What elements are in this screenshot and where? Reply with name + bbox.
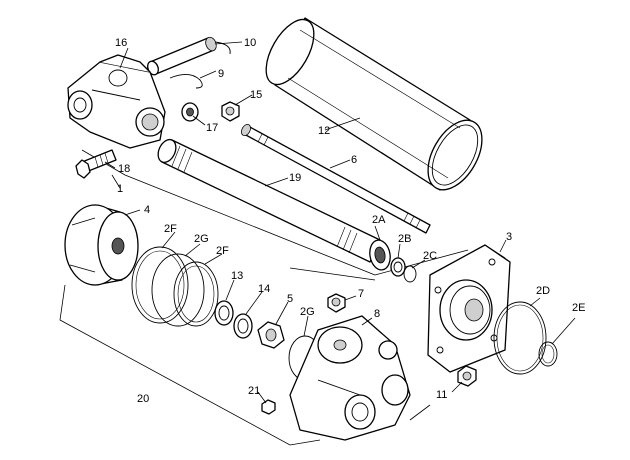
callout-14: 14	[258, 283, 270, 295]
clip-part	[169, 41, 231, 89]
callout-labels: 10 9 16 15 17 12 18 6 19 1 4 2A 2B 2C 3 …	[115, 37, 585, 405]
callout-18: 18	[118, 163, 130, 175]
oring-2d-part	[493, 301, 547, 375]
callout-2c: 2C	[423, 250, 437, 262]
seal-2f-lower-part	[173, 261, 219, 327]
bolt-18-part	[75, 149, 117, 179]
seal-2a-part	[369, 239, 391, 271]
callout-6: 6	[351, 154, 357, 166]
piston-part	[64, 204, 139, 286]
callout-8: 8	[374, 308, 380, 320]
callout-2f-lower: 2F	[216, 245, 229, 257]
callout-3: 3	[506, 231, 512, 243]
oring-2c-part	[403, 265, 417, 283]
nut-7-part	[327, 293, 346, 313]
callout-5: 5	[287, 293, 293, 305]
oring-2e-part	[538, 341, 558, 367]
cylinder-tube-part	[265, 17, 483, 191]
screw-shaft-part	[241, 123, 431, 234]
callout-2f-upper: 2F	[164, 223, 177, 235]
callout-9: 9	[218, 68, 224, 80]
callout-7: 7	[358, 288, 364, 300]
leader-lines	[104, 41, 576, 404]
callout-13: 13	[231, 270, 243, 282]
callout-2d: 2D	[536, 285, 550, 297]
end-flange-part	[427, 244, 511, 373]
callout-19: 19	[289, 172, 301, 184]
callout-2g-lower: 2G	[300, 306, 315, 318]
nut-21-part	[261, 399, 276, 415]
callout-20: 20	[137, 393, 149, 405]
callout-2e: 2E	[572, 302, 585, 314]
callout-2b: 2B	[398, 233, 411, 245]
nut-15-part	[221, 101, 240, 122]
callout-21: 21	[248, 385, 260, 397]
callout-1: 1	[117, 183, 123, 195]
spline-shaft-part	[157, 138, 381, 263]
seal-2f-upper-part	[131, 246, 189, 324]
seal-2b-part	[390, 257, 406, 277]
nut-5-part	[257, 321, 285, 349]
callout-12: 12	[318, 125, 330, 137]
callout-15: 15	[250, 89, 262, 101]
washer-13-part	[214, 300, 234, 326]
callout-10: 10	[244, 37, 256, 49]
callout-11: 11	[436, 389, 447, 401]
nut-11-part	[457, 365, 477, 387]
washer-14-part	[233, 313, 253, 339]
pin-part	[147, 36, 217, 76]
callout-4: 4	[144, 204, 150, 216]
callout-2a: 2A	[372, 214, 386, 226]
callout-16: 16	[115, 37, 127, 49]
callout-17: 17	[206, 122, 218, 134]
rod-end-clevis-part	[289, 315, 411, 441]
trunnion-block-part	[67, 54, 166, 149]
callout-2g-upper: 2G	[194, 233, 209, 245]
seal-2g-upper-part	[151, 253, 205, 327]
